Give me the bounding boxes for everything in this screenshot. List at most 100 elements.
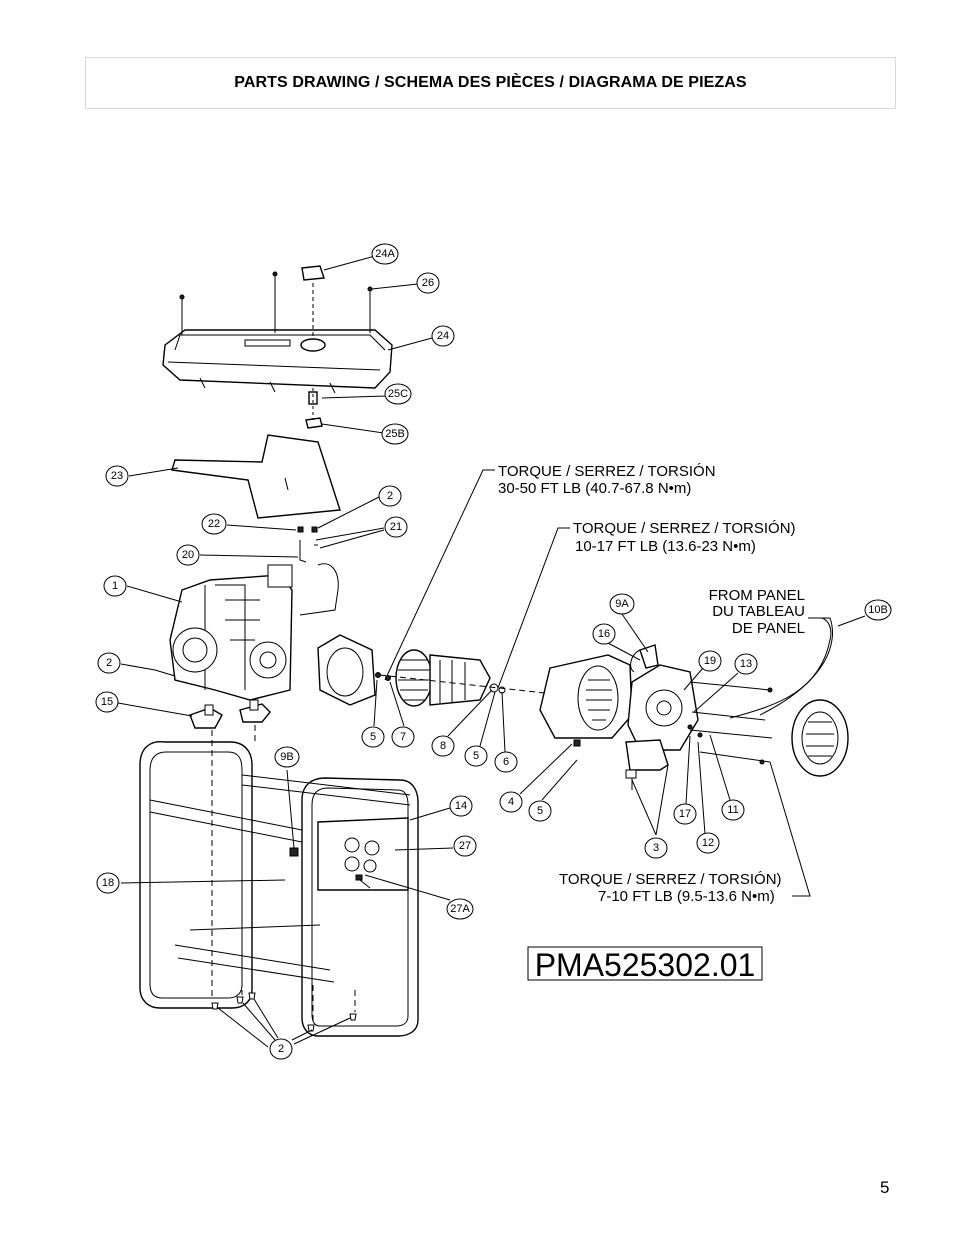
engine-mounts [189,699,271,729]
callout-20: 20 [176,544,200,566]
svg-text:17: 17 [679,808,691,820]
callout-17: 17 [673,803,697,825]
svg-text:4: 4 [508,796,514,808]
svg-text:24A: 24A [375,248,395,260]
tank-screws [179,271,373,338]
through-bolts [573,617,832,790]
heat-shield [171,434,341,519]
svg-text:8: 8 [440,740,446,752]
torque-note-2-line-2: 10-17 FT LB (13.6-23 N•m) [575,538,756,555]
svg-text:2: 2 [387,490,393,502]
callout-22: 22 [201,513,227,535]
svg-text:2: 2 [106,657,112,669]
svg-text:22: 22 [208,518,220,530]
callout-27: 27 [453,835,477,857]
callout-24: 24 [431,325,455,347]
callout-4: 4 [499,791,523,813]
bottom-screws [211,992,357,1032]
engine-adapter [317,634,391,706]
callout-25c: 25C [384,383,412,405]
rear-bearing-carrier [625,644,699,771]
title-box: PARTS DRAWING / SCHEMA DES PIÈCES / DIAG… [85,57,896,109]
svg-text:26: 26 [422,277,434,289]
callout-5-b: 5 [464,745,488,767]
callout-5-a: 5 [361,726,385,748]
callout-19: 19 [698,650,722,672]
page-number: 5 [880,1178,890,1197]
callout-8: 8 [431,735,455,757]
bracket-parts [297,526,339,616]
callout-10b: 10B [864,599,892,621]
end-cover [791,699,849,777]
svg-text:21: 21 [390,521,402,533]
panel-note-line-2: DU TABLEAU [712,603,805,620]
callout-1: 1 [103,575,127,597]
model-number: PMA525302.01 [535,947,756,983]
svg-text:3: 3 [653,842,659,854]
torque-note-1-line-1: TORQUE / SERREZ / TORSIÓN [498,463,716,480]
rotor [395,649,506,707]
torque-note-3-line-1: TORQUE / SERREZ / TORSIÓN) [559,871,782,888]
torque-note-3-line-2: 7-10 FT LB (9.5-13.6 N•m) [598,888,775,905]
panel-note-line-1: FROM PANEL [709,587,805,604]
svg-text:2: 2 [278,1043,284,1055]
svg-text:1: 1 [112,580,118,592]
svg-text:12: 12 [702,837,714,849]
callout-5-c: 5 [528,800,552,822]
svg-text:11: 11 [727,804,738,816]
stator [539,654,633,739]
torque-note-2-line-1: TORQUE / SERREZ / TORSIÓN) [573,520,796,537]
svg-text:7: 7 [400,731,406,743]
callout-26: 26 [416,272,440,294]
callout-23: 23 [105,465,129,487]
control-panel [289,817,409,891]
callout-25b: 25B [381,423,409,445]
svg-text:27A: 27A [450,903,470,915]
torque-note-3: TORQUE / SERREZ / TORSIÓN) 7-10 FT LB (9… [559,871,782,905]
callout-27a: 27A [446,898,474,920]
svg-text:9B: 9B [280,751,293,763]
torque-note-1-line-2: 30-50 FT LB (40.7-67.8 N•m) [498,480,691,497]
svg-text:27: 27 [459,840,471,852]
callout-9b: 9B [274,746,300,768]
callout-2-top: 2 [378,485,402,507]
callout-13: 13 [734,653,758,675]
panel-note: FROM PANEL DU TABLEAU DE PANEL [709,587,805,637]
callout-12: 12 [696,832,720,854]
callout-6: 6 [494,751,518,773]
svg-text:25C: 25C [388,388,408,400]
callout-2-bottom: 2 [269,1038,293,1060]
mounting-lines [211,725,356,1025]
svg-text:23: 23 [111,470,123,482]
panel-note-line-3: DE PANEL [732,620,805,637]
callout-7: 7 [391,726,415,748]
engine [169,564,293,701]
svg-text:5: 5 [473,750,479,762]
svg-text:13: 13 [740,658,752,670]
page-title: PARTS DRAWING / SCHEMA DES PIÈCES / DIAG… [234,74,747,91]
svg-text:20: 20 [182,549,194,561]
callouts: 24A 26 24 25C 25B 23 2 22 21 20 1 2 15 5… [95,243,892,1060]
fuel-valve [305,388,323,429]
callout-11: 11 [721,799,745,821]
fuel-cap [301,265,325,281]
svg-text:24: 24 [437,330,449,342]
callout-14: 14 [449,795,473,817]
callout-9a: 9A [609,593,635,615]
svg-text:16: 16 [598,628,610,640]
callout-15: 15 [95,691,119,713]
torque-note-2: TORQUE / SERREZ / TORSIÓN) 10-17 FT LB (… [573,520,796,555]
svg-text:14: 14 [455,800,467,812]
svg-text:5: 5 [370,731,376,743]
svg-text:19: 19 [704,655,716,667]
svg-text:6: 6 [503,756,509,768]
callout-16: 16 [592,623,616,645]
callout-2-left: 2 [97,652,121,674]
model-number-box: PMA525302.01 [527,946,763,983]
torque-note-1: TORQUE / SERREZ / TORSIÓN 30-50 FT LB (4… [498,463,716,497]
callout-21: 21 [384,516,408,538]
svg-text:18: 18 [102,877,114,889]
svg-text:25B: 25B [385,428,405,440]
svg-text:9A: 9A [615,598,629,610]
